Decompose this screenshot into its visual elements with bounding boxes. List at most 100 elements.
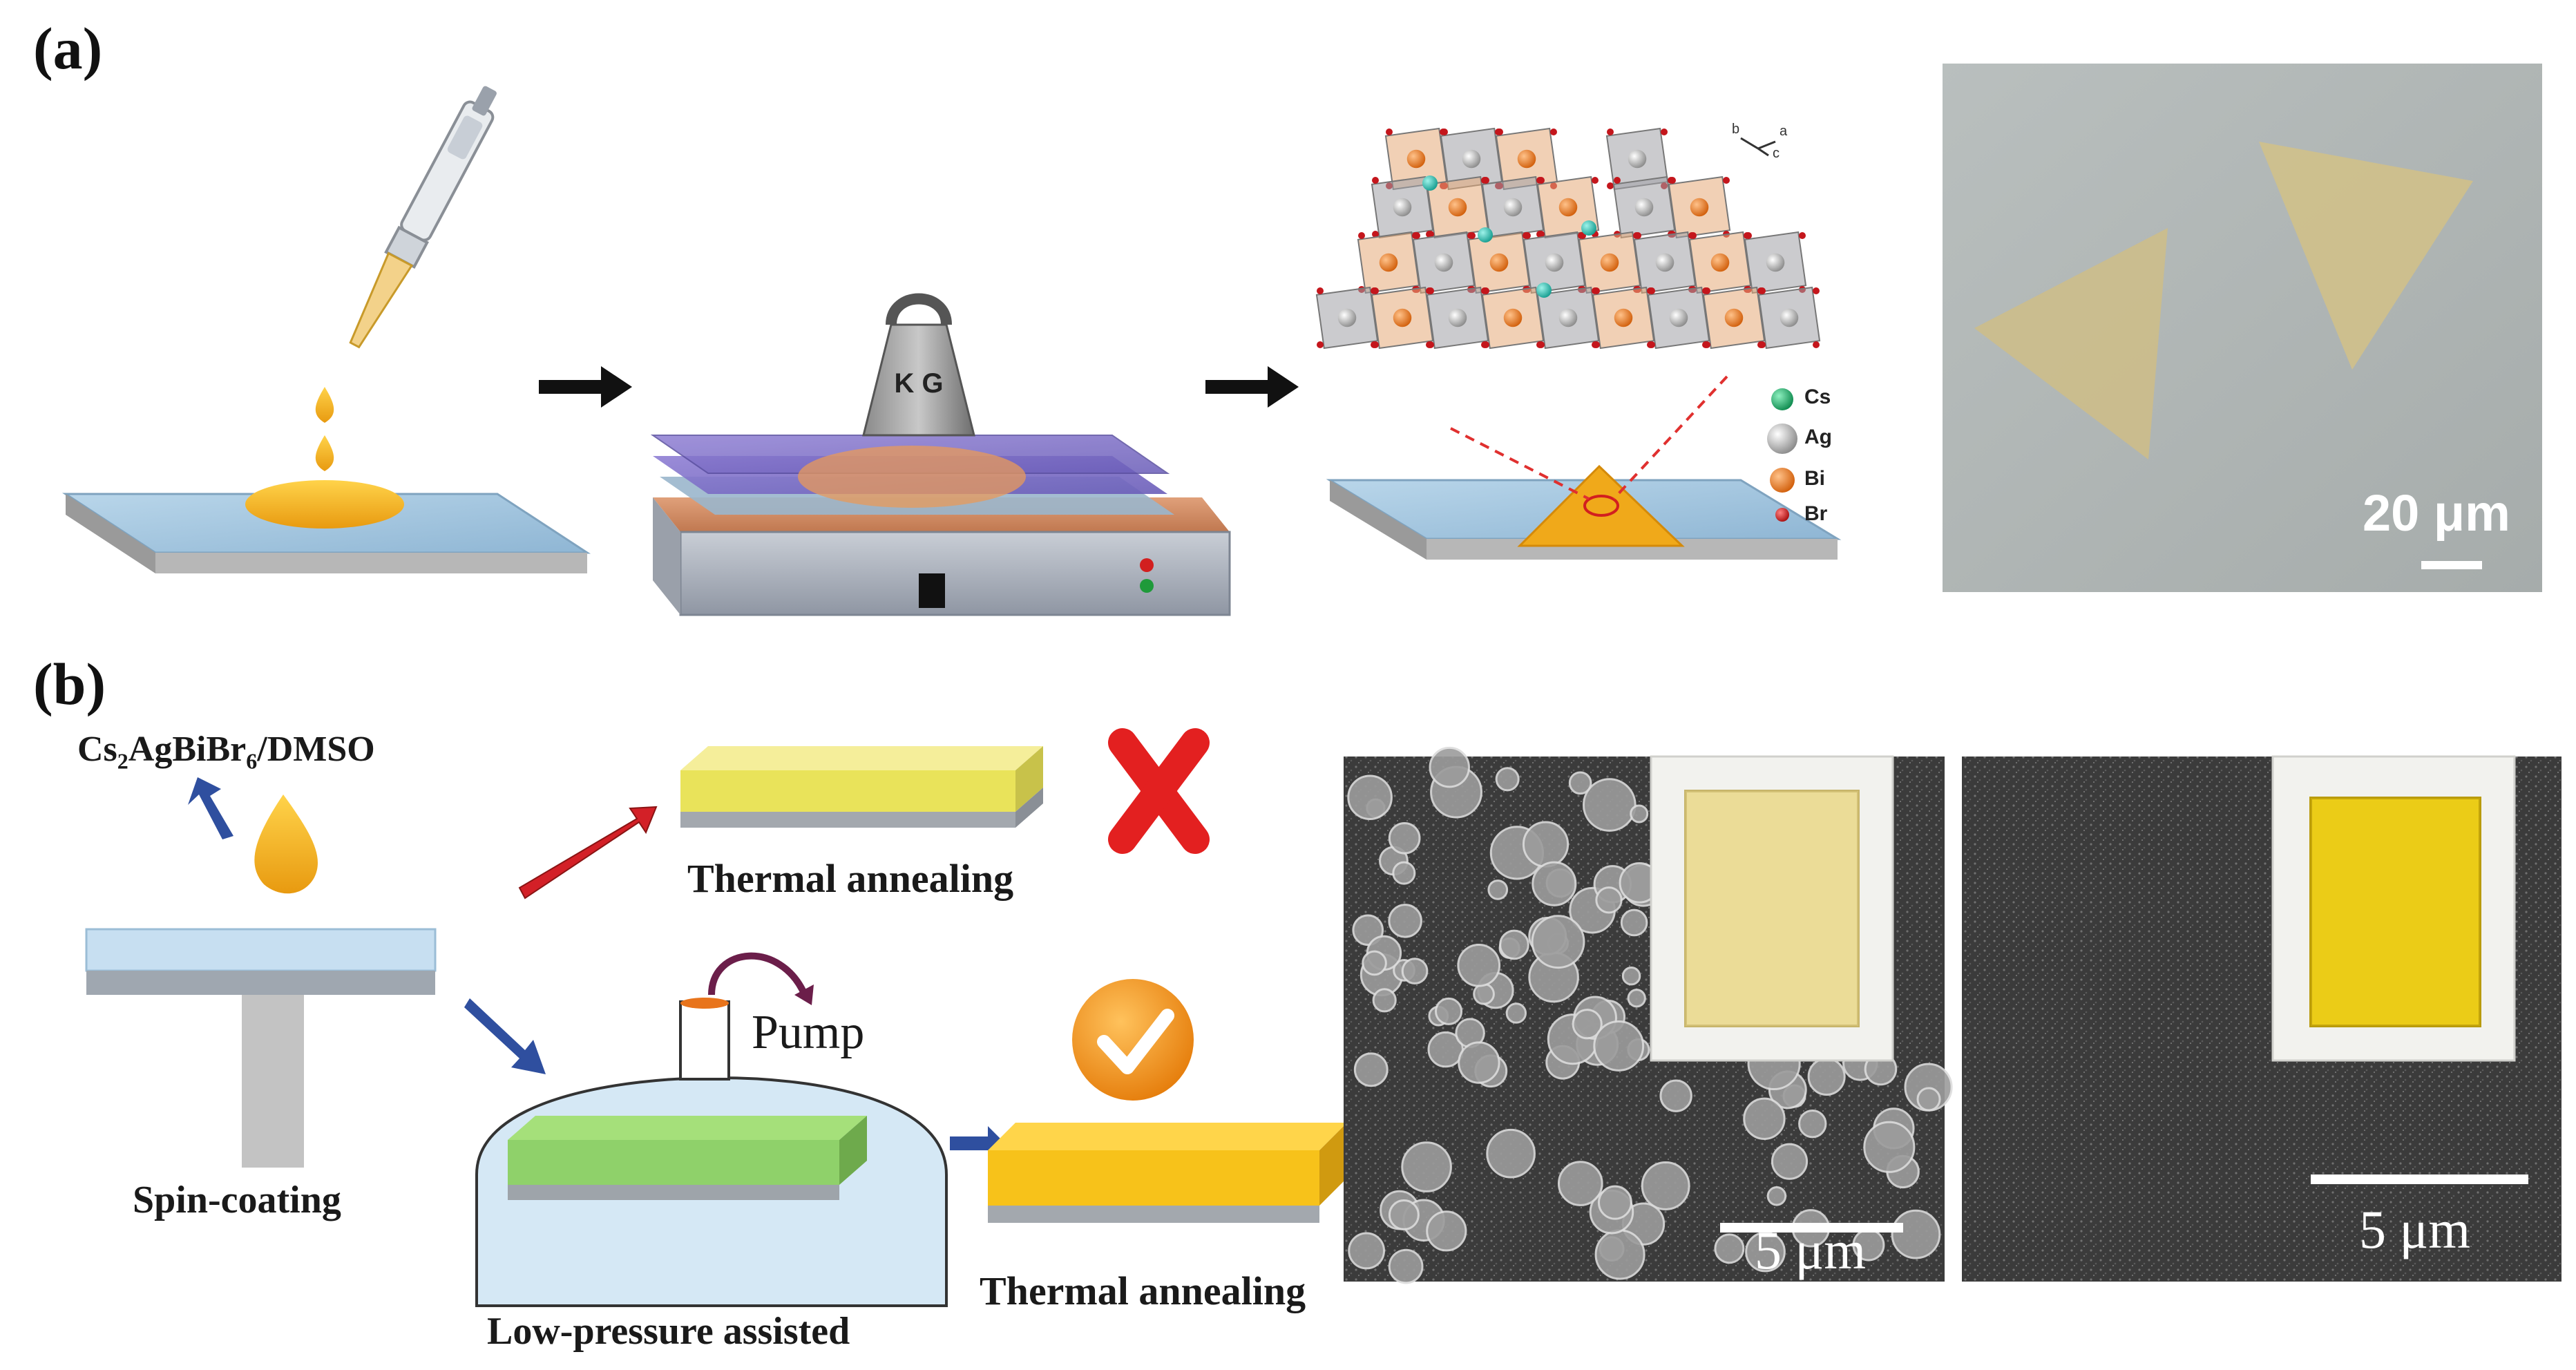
triangle-crystal bbox=[1517, 464, 1685, 547]
legend-dot-cs bbox=[1771, 388, 1793, 410]
sem-particle bbox=[1627, 989, 1646, 1008]
octahedron bbox=[1371, 286, 1434, 350]
octahedron bbox=[1592, 286, 1655, 350]
octahedron bbox=[1481, 286, 1545, 350]
sem-particle bbox=[1630, 804, 1649, 824]
legend-dot-bi bbox=[1770, 468, 1795, 493]
hotplate-switch bbox=[919, 573, 945, 608]
sem-particle bbox=[1392, 861, 1416, 885]
octahedron bbox=[1688, 231, 1752, 294]
thermal-annealing-top-label: Thermal annealing bbox=[687, 856, 1014, 901]
sem-image-right bbox=[1962, 755, 2561, 1282]
sem-particle bbox=[1621, 966, 1641, 986]
sem-particle bbox=[1916, 1087, 1941, 1112]
zoom-line-right bbox=[1612, 375, 1728, 500]
octahedron bbox=[1757, 286, 1821, 350]
sem-particle bbox=[1495, 767, 1520, 792]
arrow-right-2 bbox=[1205, 366, 1299, 408]
octahedron bbox=[1467, 231, 1531, 294]
legend-dot-br bbox=[1775, 508, 1789, 522]
solution-label-agbibr: AgBiBr bbox=[128, 730, 247, 769]
octahedron bbox=[1371, 175, 1434, 239]
pipette-step-group bbox=[61, 86, 591, 573]
sem-particle bbox=[1597, 1185, 1632, 1220]
sem-particle bbox=[1353, 1052, 1389, 1087]
micro-triangle-left bbox=[1974, 228, 2168, 459]
octahedron bbox=[1612, 175, 1676, 239]
pump-label: Pump bbox=[752, 1006, 865, 1059]
thermal-annealing-bottom-label: Thermal annealing bbox=[980, 1268, 1306, 1313]
octahedron bbox=[1605, 127, 1669, 191]
sem-particle bbox=[1347, 774, 1393, 821]
pump-tube bbox=[679, 1000, 730, 1081]
sem-particle bbox=[1745, 1231, 1786, 1273]
axis-letter-c: c bbox=[1773, 146, 1780, 161]
spin-substrate-top bbox=[85, 928, 437, 972]
legend-label-bi: Bi bbox=[1804, 467, 1825, 490]
pump-arrow bbox=[708, 952, 808, 997]
micro-triangle-right bbox=[2259, 142, 2473, 370]
sem-particle bbox=[1522, 821, 1570, 868]
bottom-annealing-film bbox=[988, 979, 1347, 1223]
micrograph-scale-label: 20 μm bbox=[2363, 484, 2510, 542]
octahedron bbox=[1426, 286, 1489, 350]
sem-particle bbox=[1435, 997, 1463, 1025]
axis-letter-a: a bbox=[1780, 124, 1788, 139]
sem-particle bbox=[1620, 908, 1648, 937]
sem-particle bbox=[1401, 1141, 1452, 1192]
check-mark-icon bbox=[1072, 979, 1194, 1101]
axis-letter-b: b bbox=[1732, 122, 1739, 137]
sem-particle bbox=[1487, 879, 1509, 900]
cs-atom bbox=[1478, 227, 1493, 242]
crystal-highlight-ring bbox=[1583, 495, 1619, 517]
octahedron bbox=[1668, 175, 1731, 239]
sem-particle bbox=[1532, 861, 1577, 906]
sem-particle bbox=[1388, 821, 1421, 855]
sem-particle bbox=[1743, 1097, 1786, 1141]
sem-particle bbox=[1362, 950, 1387, 976]
sem-particle bbox=[1388, 1199, 1420, 1230]
droplet-2 bbox=[315, 435, 334, 471]
octahedron bbox=[1647, 286, 1710, 350]
octahedron bbox=[1536, 175, 1600, 239]
sem-left-scale-bar bbox=[1720, 1223, 1903, 1233]
octahedron bbox=[1702, 286, 1766, 350]
axis-triad: b a c bbox=[1732, 122, 1788, 161]
spin-droplet bbox=[254, 795, 318, 894]
pipette-icon bbox=[349, 86, 497, 349]
solution-puddle bbox=[245, 480, 404, 529]
sem-particle bbox=[1457, 943, 1501, 987]
cs-atom bbox=[1581, 220, 1596, 236]
sem-particle bbox=[1372, 988, 1397, 1013]
octahedron bbox=[1412, 231, 1476, 294]
micro-scale-bar bbox=[2421, 561, 2482, 569]
sem-image-left bbox=[1344, 746, 1953, 1284]
substrate-a1-edge bbox=[155, 553, 587, 573]
octahedron bbox=[1744, 231, 1807, 294]
zoom-line-left bbox=[1450, 427, 1590, 500]
legend-label-cs: Cs bbox=[1804, 386, 1831, 408]
hotplate-step-group: K G bbox=[650, 293, 1231, 616]
low-pressure-chamber bbox=[475, 952, 948, 1307]
solution-label-cs: Cs bbox=[77, 730, 117, 769]
octahedron bbox=[1481, 175, 1545, 239]
sem-particle bbox=[1714, 1233, 1745, 1264]
sem-particle bbox=[1557, 1161, 1603, 1206]
droplet-1 bbox=[315, 387, 334, 423]
sem-particle bbox=[1348, 1232, 1386, 1270]
sem-particle bbox=[1401, 958, 1429, 984]
sem-particle bbox=[1388, 1248, 1424, 1284]
cs-atom bbox=[1422, 175, 1438, 191]
hotplate-led-green bbox=[1140, 579, 1154, 593]
sem-particle bbox=[1429, 746, 1470, 788]
sem-particle bbox=[1505, 1002, 1527, 1024]
atom-legend bbox=[1767, 388, 1797, 522]
top-annealing-film bbox=[680, 746, 1043, 828]
crystal-structure bbox=[1315, 127, 1821, 350]
arrow-to-low-pressure bbox=[464, 998, 546, 1074]
sem-particle bbox=[1766, 1186, 1787, 1206]
octahedron bbox=[1357, 231, 1420, 294]
sem-particle bbox=[1473, 982, 1495, 1005]
sem-particle bbox=[1486, 1128, 1536, 1179]
